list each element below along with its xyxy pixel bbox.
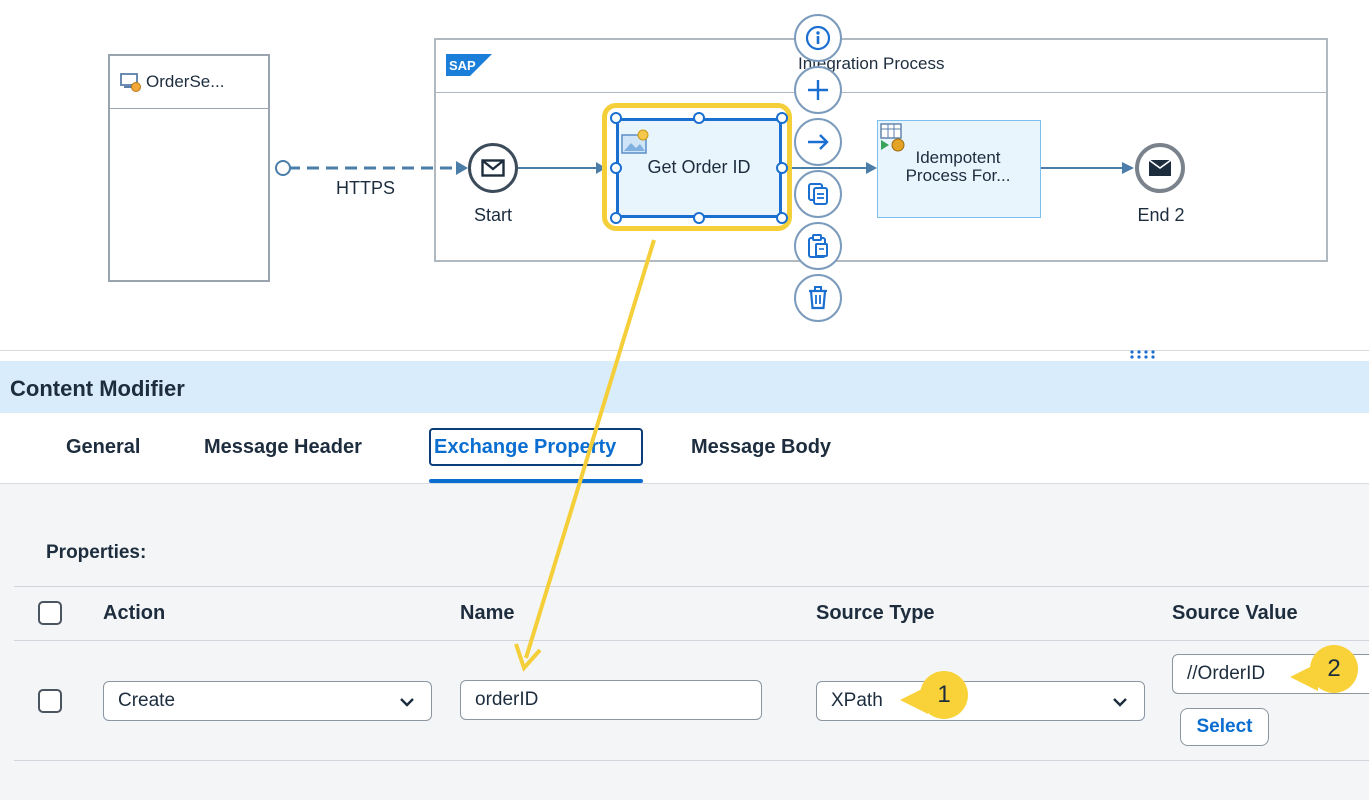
resize-handle[interactable]	[610, 162, 622, 174]
selection-highlight	[602, 103, 792, 231]
select-button[interactable]: Select	[1180, 708, 1269, 746]
callout-badge-1: 1	[920, 671, 968, 719]
tab-general[interactable]: General	[66, 436, 141, 458]
sap-logo-icon: SAP	[446, 54, 492, 76]
column-header-name: Name	[460, 602, 515, 624]
action-select[interactable]: Create	[103, 681, 432, 721]
step-label: Get Order ID	[647, 157, 751, 177]
action-select-value: Create	[118, 690, 176, 711]
tab-bar	[0, 413, 1369, 484]
add-icon[interactable]	[794, 66, 842, 114]
connect-arrow-icon[interactable]	[794, 118, 842, 166]
chevron-down-icon	[1113, 698, 1127, 707]
idempotent-process-step[interactable]: Idempotent Process For...	[877, 120, 1041, 218]
tab-focus-outline	[429, 428, 643, 466]
annotation-arrow	[524, 239, 656, 659]
resize-handle[interactable]	[610, 112, 622, 124]
resize-handle[interactable]	[776, 162, 788, 174]
tab-message-header[interactable]: Message Header	[204, 436, 362, 458]
column-header-source-value: Source Value	[1172, 602, 1298, 624]
idempotent-step-label: Idempotent Process For...	[905, 148, 1011, 185]
panel-title: Content Modifier	[10, 376, 185, 401]
content-modifier-icon	[621, 129, 649, 154]
svg-text:SAP: SAP	[449, 58, 476, 73]
sender-header: OrderSe...	[110, 56, 268, 109]
drag-handle-icon[interactable]	[1128, 349, 1158, 361]
pool-title: Integration Process	[798, 54, 945, 73]
paste-icon[interactable]	[794, 222, 842, 270]
connection-label: HTTPS	[336, 178, 396, 198]
get-order-id-step[interactable]: Get Order ID	[616, 118, 782, 218]
column-header-action: Action	[103, 602, 166, 624]
connector-layer	[275, 160, 1134, 176]
sender-system-icon	[120, 73, 141, 92]
column-header-source-type: Source Type	[816, 602, 935, 624]
delete-icon[interactable]	[794, 274, 842, 322]
end-event[interactable]	[1135, 143, 1185, 193]
active-tab-indicator	[429, 479, 643, 483]
name-input-value: orderID	[475, 689, 539, 710]
info-icon[interactable]	[794, 14, 842, 62]
start-event-label: Start	[473, 205, 512, 225]
source-type-select[interactable]: XPath	[816, 681, 1145, 721]
select-all-checkbox[interactable]	[38, 601, 62, 625]
resize-handle[interactable]	[610, 212, 622, 224]
copy-icon[interactable]	[794, 170, 842, 218]
table-bottom-border	[14, 760, 1369, 761]
connection-source-handle	[275, 160, 291, 176]
resize-handle[interactable]	[693, 212, 705, 224]
tab-content	[0, 484, 1369, 800]
idempotent-icon	[880, 123, 905, 152]
resize-handle[interactable]	[776, 112, 788, 124]
panel-splitter[interactable]	[0, 350, 1369, 361]
start-event[interactable]	[468, 143, 518, 193]
source-value-text: //OrderID	[1187, 663, 1266, 684]
end-event-inner	[1142, 150, 1178, 186]
sender-name: OrderSe...	[146, 72, 225, 91]
source-type-value: XPath	[831, 690, 883, 711]
row-checkbox[interactable]	[38, 689, 62, 713]
properties-header-bar	[0, 361, 1369, 413]
filled-envelope-icon	[1149, 160, 1171, 176]
table-header-border	[14, 640, 1369, 641]
callout-badge-2: 2	[1310, 645, 1358, 693]
chevron-down-icon	[400, 698, 414, 707]
sender-participant[interactable]: OrderSe...	[108, 54, 270, 282]
pool-header: SAP Integration Process	[436, 40, 1326, 93]
envelope-icon	[481, 159, 505, 177]
end-event-label: End 2	[1137, 205, 1185, 225]
name-input[interactable]: orderID	[460, 680, 762, 720]
table-top-border	[14, 586, 1369, 587]
tab-message-body[interactable]: Message Body	[691, 436, 832, 458]
resize-handle[interactable]	[776, 212, 788, 224]
tab-exchange-property[interactable]: Exchange Property	[434, 436, 617, 458]
resize-handle[interactable]	[693, 112, 705, 124]
properties-section-title: Properties:	[46, 542, 147, 563]
